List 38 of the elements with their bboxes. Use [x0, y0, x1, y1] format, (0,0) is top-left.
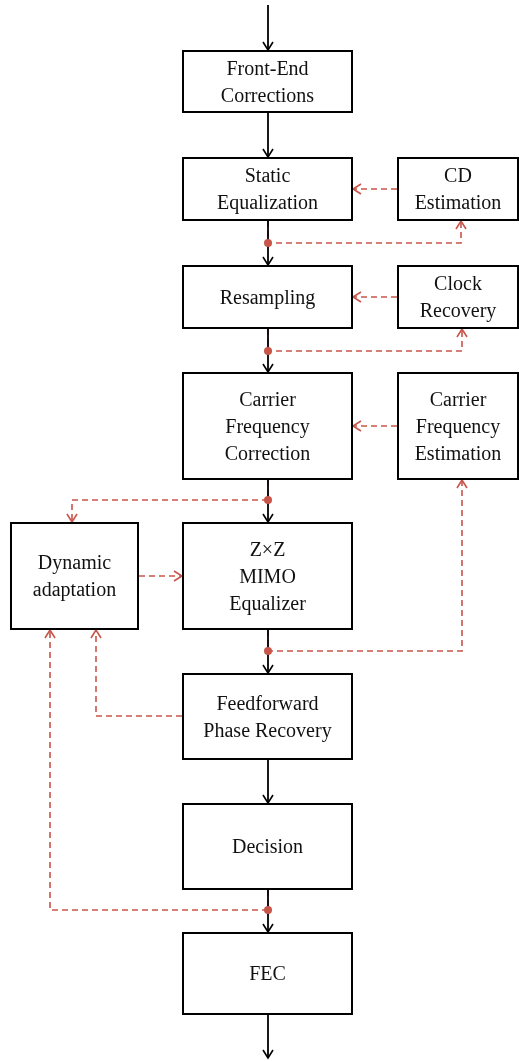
arrow	[262, 479, 274, 523]
process-box	[182, 265, 353, 329]
arrow	[262, 4, 274, 51]
process-box	[182, 157, 353, 221]
arrow	[262, 629, 274, 674]
dashed-arrow	[352, 183, 398, 195]
arrow	[262, 759, 274, 804]
box-label: CD Estimation	[413, 163, 503, 215]
arrow	[262, 328, 274, 373]
process-box	[182, 50, 353, 113]
box-label: Resampling	[219, 284, 316, 311]
process-box	[10, 522, 139, 630]
process-box	[182, 932, 353, 1015]
box-label: Z×Z MIMO Equalizer	[228, 536, 307, 617]
process-box	[397, 265, 519, 329]
dashed-arrow	[352, 420, 398, 432]
box-label: FEC	[249, 961, 286, 986]
arrow	[262, 1014, 274, 1059]
process-box	[182, 803, 353, 890]
dashed-arrow	[352, 291, 398, 303]
arrow	[262, 889, 274, 933]
process-box	[182, 522, 353, 630]
box-label: Static Equalization	[215, 163, 320, 216]
dashed-arrow	[90, 629, 183, 717]
dashed-arrow	[138, 570, 183, 582]
process-box	[182, 673, 353, 760]
box-label: Carrier Frequency Estimation	[413, 386, 503, 466]
arrow	[262, 112, 274, 158]
process-box	[397, 157, 519, 221]
box-label: Dynamic adaptation	[31, 550, 118, 603]
box-label: Feedforward Phase Recovery	[202, 690, 333, 744]
box-label: Front-End Corrections	[219, 55, 316, 108]
process-box	[182, 372, 353, 480]
box-label: Decision	[231, 834, 304, 859]
box-label: Carrier Frequency Correction	[223, 386, 312, 466]
box-label: Clock Recovery	[418, 271, 498, 324]
arrow	[262, 220, 274, 266]
process-box	[397, 372, 519, 480]
